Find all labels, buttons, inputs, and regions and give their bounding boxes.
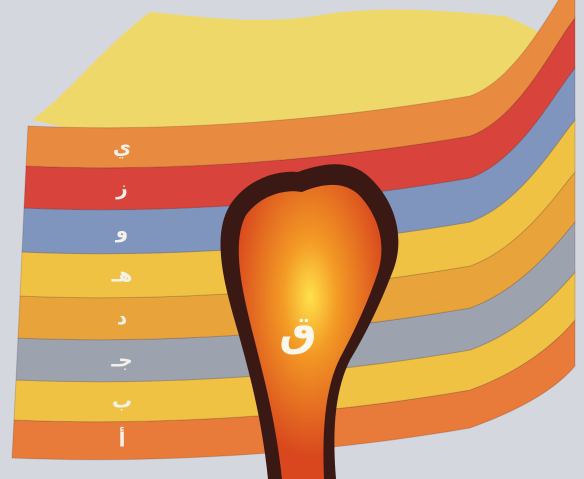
layer-label: و [115, 219, 128, 243]
layer-label: ب [112, 389, 132, 413]
layer-label: هـ [111, 263, 133, 287]
layer-label: د [117, 306, 127, 330]
layer-label: ي [113, 135, 131, 160]
layer-label: ز [115, 176, 128, 200]
layer-label: أ [119, 426, 126, 452]
layer-label: جـ [110, 348, 132, 372]
intrusion-label: ق [279, 307, 317, 356]
